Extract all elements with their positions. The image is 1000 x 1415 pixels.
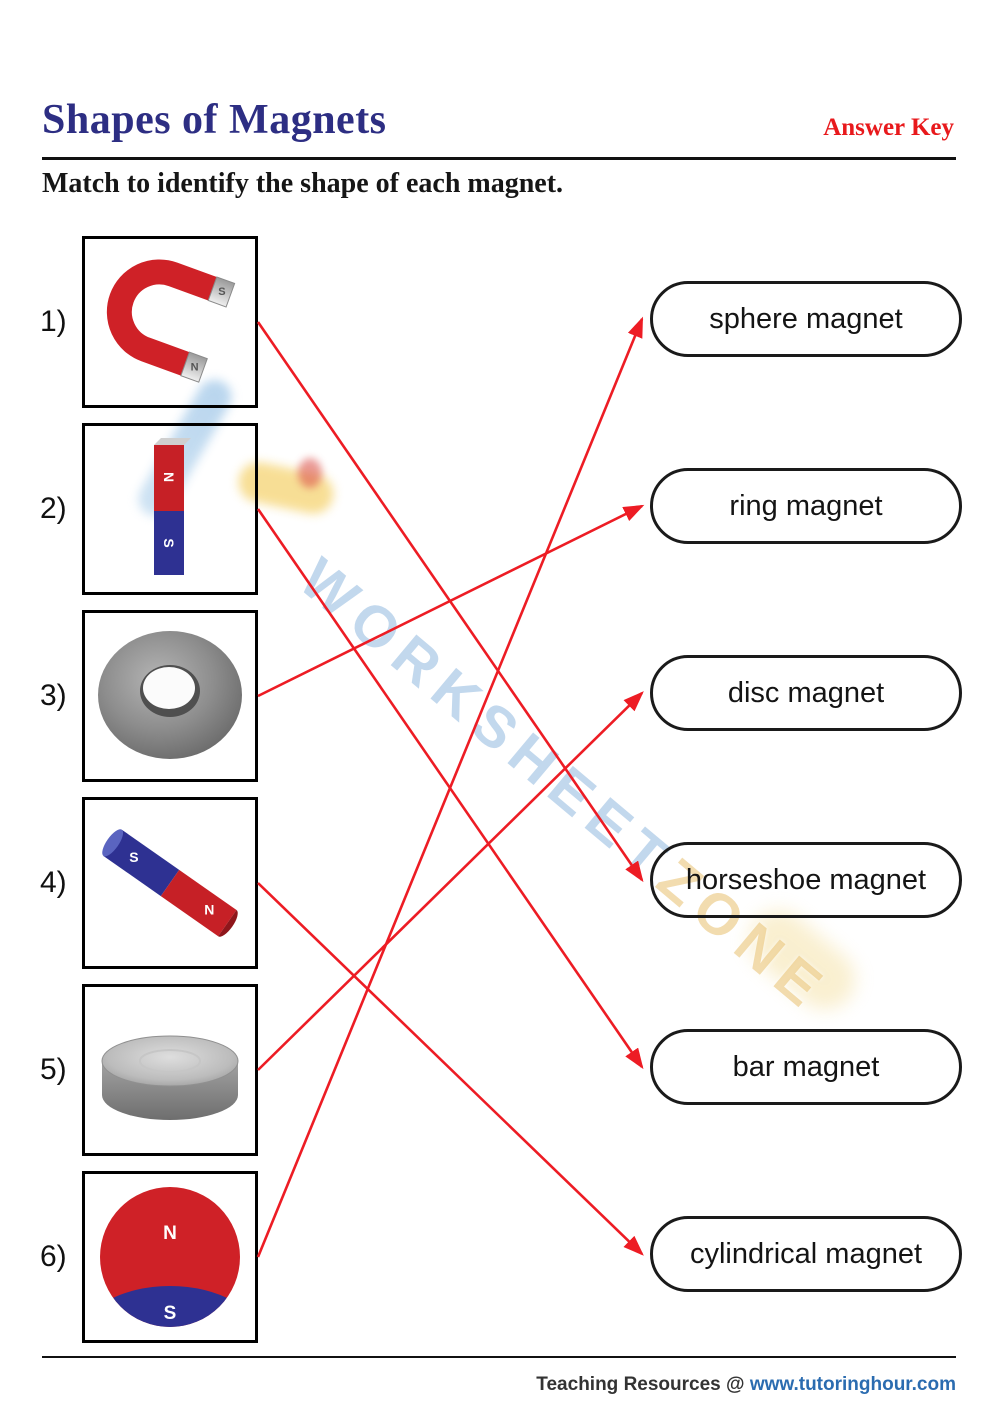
watermark: WORKSHEETZONE xyxy=(287,545,842,1026)
pole-label-n: N xyxy=(204,902,214,918)
sphere-magnet-image: N S xyxy=(100,1187,240,1327)
pole-label-n: N xyxy=(191,361,199,373)
magnet-box: S N xyxy=(82,797,258,969)
worksheet-item-2: 2) N S xyxy=(40,423,258,595)
item-number: 5) xyxy=(40,1053,67,1086)
worksheet-item-4: 4) S N xyxy=(40,797,258,969)
cylindrical-magnet-image: S N xyxy=(102,829,238,937)
item-number: 6) xyxy=(40,1240,67,1273)
pole-label-s: S xyxy=(164,1303,177,1324)
answer-pill: ring magnet xyxy=(650,468,962,544)
answer-label: cylindrical magnet xyxy=(689,1237,923,1270)
worksheet-item-3: 3) xyxy=(40,610,258,782)
answer-pill: sphere magnet xyxy=(650,281,962,357)
magnet-box: N S xyxy=(82,236,258,408)
header-divider xyxy=(42,157,956,160)
instruction-text: Match to identify the shape of each magn… xyxy=(42,168,564,199)
pole-label-s: S xyxy=(161,538,177,547)
disc-magnet-image xyxy=(101,1035,239,1120)
magnet-box xyxy=(82,610,258,782)
pole-label-s: S xyxy=(129,849,138,865)
horseshoe-magnet-image: N S xyxy=(106,259,236,383)
worksheet-item-6: 6) N S xyxy=(40,1171,258,1343)
answer-label: disc magnet xyxy=(727,676,885,709)
footer-link[interactable]: www.tutoringhour.com xyxy=(749,1374,956,1395)
footer-text: Teaching Resources @ xyxy=(536,1374,745,1395)
answer-pill: horseshoe magnet xyxy=(650,842,962,918)
item-number: 3) xyxy=(40,679,67,712)
pole-label-s: S xyxy=(218,286,225,298)
answer-label: sphere magnet xyxy=(709,302,903,335)
footer: Teaching Resources @ www.tutoringhour.co… xyxy=(536,1374,956,1396)
page-title: Shapes of Magnets xyxy=(42,97,387,143)
footer-divider xyxy=(42,1356,956,1358)
item-number: 1) xyxy=(40,305,67,338)
answer-pill: disc magnet xyxy=(650,655,962,731)
watermark-text-primary: WORKSHEET xyxy=(287,545,688,896)
item-number: 4) xyxy=(40,866,67,899)
answer-label: ring magnet xyxy=(729,489,883,522)
answer-pill: bar magnet xyxy=(650,1029,962,1105)
magnet-box: N S xyxy=(82,1171,258,1343)
answer-pill: cylindrical magnet xyxy=(650,1216,962,1292)
item-number: 2) xyxy=(40,492,67,525)
worksheet-item-5: 5) xyxy=(40,984,258,1156)
worksheet-item-1: 1) N S xyxy=(40,236,258,408)
pole-label-n: N xyxy=(163,1223,177,1244)
answer-key-badge: Answer Key xyxy=(823,114,954,141)
ring-magnet-image xyxy=(98,631,242,759)
answer-label: horseshoe magnet xyxy=(685,863,927,896)
magnet-box xyxy=(82,984,258,1156)
pole-label-n: N xyxy=(161,472,177,482)
answer-label: bar magnet xyxy=(732,1050,880,1083)
magnet-box: N S xyxy=(82,423,258,595)
bar-magnet-image: N S xyxy=(154,438,191,575)
watermark-red-blob xyxy=(298,458,322,488)
